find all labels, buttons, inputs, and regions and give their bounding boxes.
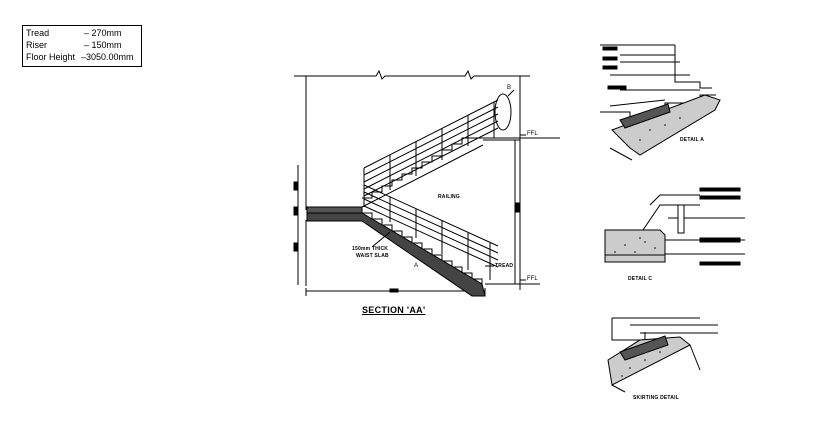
spec-row-riser: Riser – 150mm (26, 40, 122, 50)
spec-label: Tread (26, 28, 50, 38)
detail-c-drawing (604, 187, 745, 266)
skirting-detail-drawing (607, 317, 718, 393)
upper-flight-steps (362, 137, 483, 199)
section-title: SECTION 'AA' (362, 305, 426, 315)
detail-c-title: DETAIL C (628, 276, 653, 282)
marker-b: B (507, 85, 512, 91)
skirting-detail-title: SKIRTING DETAIL (633, 395, 679, 401)
landing-slab (306, 206, 363, 214)
waist-slab (306, 212, 486, 297)
spec-row-tread: Tread – 270mm (26, 28, 122, 38)
spec-value: –3050.00mm (81, 52, 134, 62)
marker-a: A (414, 263, 419, 269)
lower-railing (363, 184, 499, 280)
detail-b-callout (494, 93, 512, 131)
spec-value: – 150mm (84, 40, 122, 50)
spec-label: Floor Height (26, 52, 76, 62)
spec-label: Riser (26, 40, 48, 50)
detail-a-drawing (600, 44, 721, 161)
top-break-line (294, 69, 530, 80)
spec-row-floor-height: Floor Height –3050.00mm (26, 52, 134, 62)
railing-label: RAILING (438, 194, 460, 200)
upper-railing (363, 99, 499, 207)
spec-value: – 270mm (84, 28, 122, 38)
slab-label-line1: 150mm THICK (352, 246, 389, 252)
tread-label: TREAD (495, 263, 514, 269)
slab-label-line2: WAIST SLAB (356, 253, 389, 259)
ffl-top-label: FFL (527, 131, 538, 137)
ffl-bottom-label: FFL (527, 276, 538, 282)
spec-table: Tread – 270mm Riser – 150mm Floor Height… (22, 25, 142, 67)
detail-a-title: DETAIL A (680, 137, 705, 143)
